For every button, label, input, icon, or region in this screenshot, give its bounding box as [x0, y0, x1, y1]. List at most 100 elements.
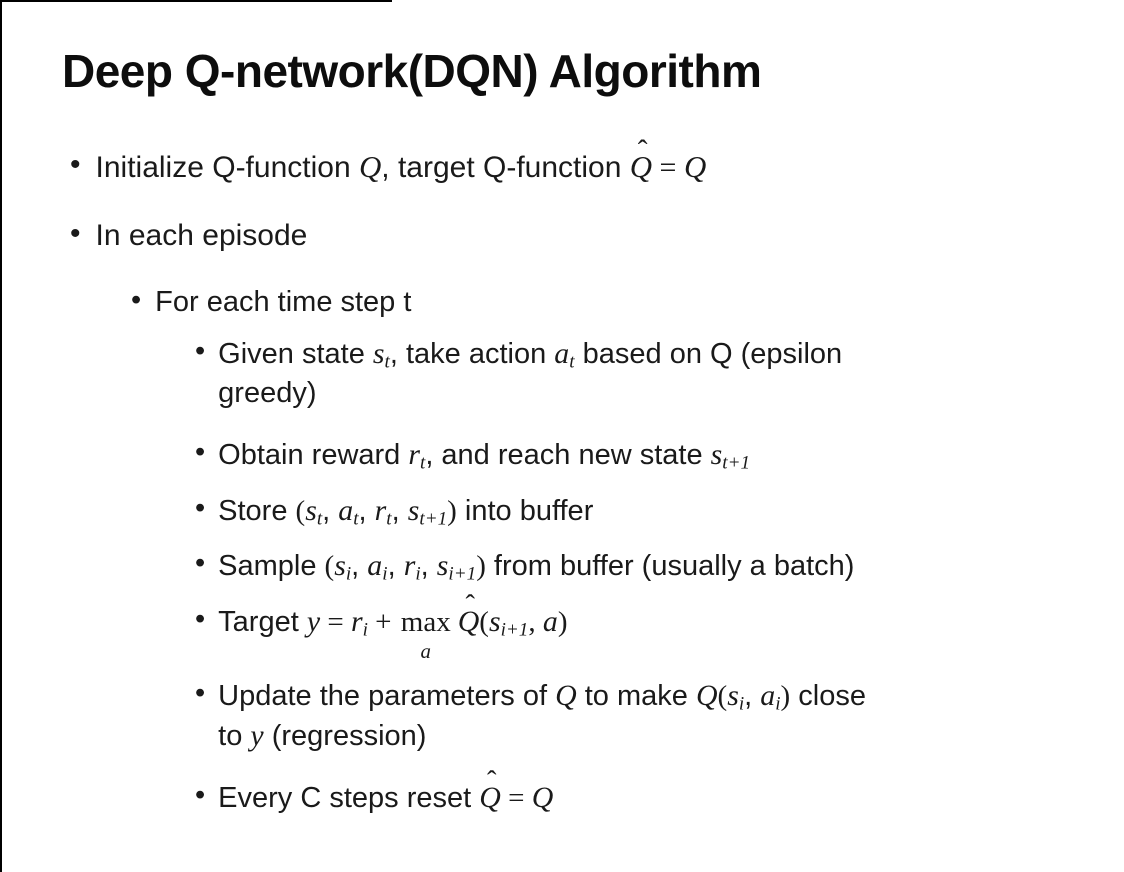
math-op-segment: =	[320, 605, 351, 638]
text-segment: Initialize Q-function	[95, 151, 359, 184]
math-var-segment: a	[367, 549, 383, 583]
bullet-icon: •	[195, 778, 206, 811]
bullet-icon: •	[70, 216, 81, 250]
bullet-icon: •	[195, 335, 206, 368]
bullet-item-5: • Store (st, at, rt, st+1) into buffer	[0, 492, 1124, 532]
math-var-segment: s	[407, 493, 420, 527]
math-var-segment: s	[488, 604, 501, 638]
math-op-segment: =	[652, 151, 684, 184]
math-var-segment: a	[554, 337, 570, 371]
hat-accent-icon: ˆ	[465, 589, 475, 621]
text-segment: , target Q-function	[381, 151, 630, 184]
bullet-icon: •	[70, 148, 81, 181]
max-operator-subscript: a	[420, 639, 431, 664]
text-segment: ,	[358, 494, 375, 527]
bullet-item-0: • Initialize Q-function Q, target Q-funct…	[0, 134, 1124, 187]
math-subscript-segment: i	[362, 619, 368, 641]
math-subscript-segment: i	[775, 693, 781, 715]
bullet-item-2: • For each time step t	[0, 284, 1124, 320]
math-var-segment: s	[436, 549, 449, 583]
bullet-icon: •	[195, 602, 206, 635]
bullet-icon: •	[131, 284, 142, 317]
math-var-segment: Q	[358, 149, 382, 184]
bullet-item-4: •Obtain reward rt, and reach new state s…	[0, 436, 1124, 476]
math-var-segment: r	[350, 604, 363, 638]
text-segment: Obtain reward	[218, 439, 409, 472]
math-subscript-segment: t	[386, 508, 392, 530]
text-segment: from buffer (usually a batch)	[485, 550, 855, 583]
math-op-segment: )	[780, 680, 791, 713]
text-segment: (regression)	[263, 719, 427, 752]
math-var-segment: Q	[531, 780, 554, 814]
text-segment: Store	[218, 494, 296, 527]
text-segment: to	[218, 719, 251, 752]
math-op-segment: (	[717, 680, 728, 713]
bullet-icon: •	[195, 491, 206, 524]
math-subscript-segment: i	[345, 563, 352, 585]
math-var-segment: r	[403, 549, 416, 583]
slide-top-border	[0, 0, 392, 2]
bullet-text: Store (st, at, rt, st+1) into buffer	[218, 492, 593, 532]
text-segment: In each episode	[95, 218, 308, 252]
text-segment: ,	[351, 550, 368, 583]
bullet-icon: •	[195, 677, 206, 710]
bullet-text: For each time step t	[155, 284, 411, 320]
math-subscript-segment: t+1	[722, 452, 751, 474]
text-segment: , and reach new state	[425, 439, 711, 472]
math-op-segment: )	[447, 494, 457, 527]
hat-accent-icon: ˆ	[487, 766, 497, 798]
bullet-item-6: • Sample (si, ai, ri, si+1) from buffer (…	[0, 547, 1124, 587]
math-op-segment: (	[295, 494, 306, 527]
math-var-segment: s	[305, 493, 317, 527]
math-var-segment: s	[727, 679, 739, 713]
math-op-segment: (	[324, 550, 335, 583]
bullet-text: Obtain reward rt, and reach new state st…	[218, 436, 750, 476]
math-op-segment: ,	[528, 605, 543, 638]
text-segment: Given state	[218, 338, 373, 371]
math-var-segment: a	[760, 679, 776, 713]
text-segment: Update the parameters of	[218, 680, 556, 713]
text-segment: For each time step t	[155, 286, 412, 319]
hat-accent-icon: ˆ	[637, 134, 648, 167]
bullet-list: •Initialize Q-function Q, target Q-funct…	[0, 134, 1124, 832]
math-subscript-segment: i	[382, 563, 388, 585]
math-op-segment: )	[476, 550, 486, 583]
bullet-text: In each episode	[96, 217, 308, 255]
math-subscript-segment: t	[316, 508, 323, 530]
text-segment: based on Q (epsilon	[574, 338, 843, 371]
text-segment: into buffer	[456, 494, 594, 527]
text-segment: ,	[744, 680, 761, 713]
math-op-segment: +	[367, 605, 399, 638]
math-subscript-segment: i	[415, 563, 421, 585]
math-op-segment: =	[500, 781, 532, 814]
math-var-segment: y	[250, 718, 264, 752]
max-operator-label: max	[400, 605, 451, 638]
slide-title: Deep Q-network(DQN) Algorithm	[62, 45, 762, 97]
text-segment: Sample	[218, 550, 325, 583]
math-var-segment: r	[374, 493, 387, 527]
text-segment: Every C steps reset	[218, 781, 480, 814]
math-var-segment: s	[372, 337, 385, 371]
text-segment: close	[790, 680, 866, 713]
math-var-segment: s	[334, 549, 346, 583]
math-var-segment: r	[408, 438, 420, 472]
text-segment: ,	[420, 550, 437, 583]
bullet-text: Sample (si, ai, ri, si+1) from buffer (u…	[218, 547, 854, 587]
math-subscript-segment: i+1	[448, 563, 477, 585]
math-var-segment: a	[542, 604, 558, 638]
math-var-segment: y	[306, 604, 321, 638]
bullet-icon: •	[195, 547, 206, 580]
text-segment: ,	[391, 494, 408, 527]
math-var-segment: Q	[555, 679, 577, 713]
math-var-segment: Q	[695, 679, 718, 713]
bullet-text: Given state st, take action at based on …	[218, 335, 842, 411]
text-segment: , take action	[389, 338, 555, 371]
